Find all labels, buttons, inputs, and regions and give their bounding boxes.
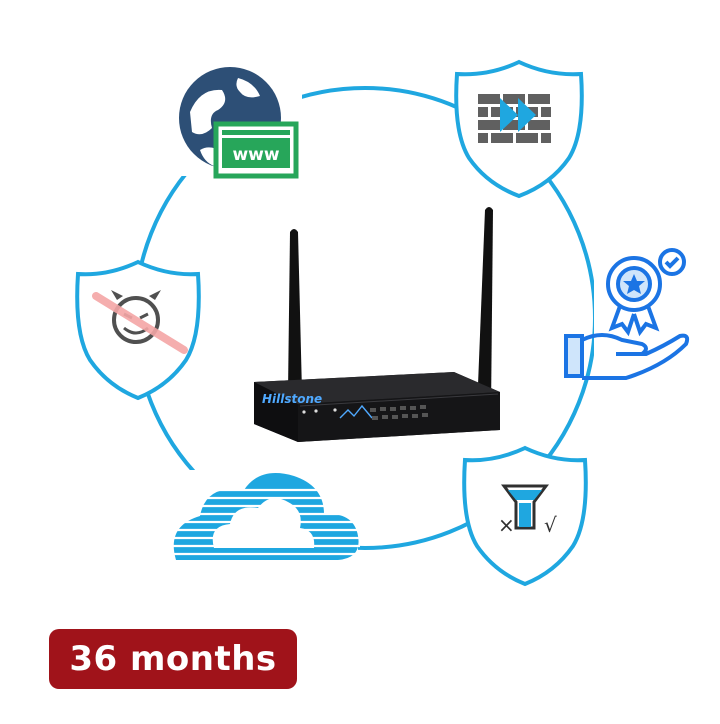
cloud-icon (168, 470, 360, 570)
router-brand: Hillstone (262, 392, 322, 406)
no-malware-shield-icon (75, 259, 201, 401)
svg-text:×: × (498, 513, 515, 537)
subscription-duration-label: 36 months (69, 639, 277, 679)
router-image: Hillstone (254, 207, 500, 442)
www-label: www (232, 145, 279, 165)
svg-text:√: √ (544, 513, 557, 537)
subscription-duration-badge: 36 months (49, 629, 297, 689)
filter-shield-icon: × √ (462, 445, 588, 587)
firewall-shield-icon (454, 59, 584, 199)
award-hand-icon (564, 242, 692, 382)
globe-www-icon: www (176, 66, 302, 179)
